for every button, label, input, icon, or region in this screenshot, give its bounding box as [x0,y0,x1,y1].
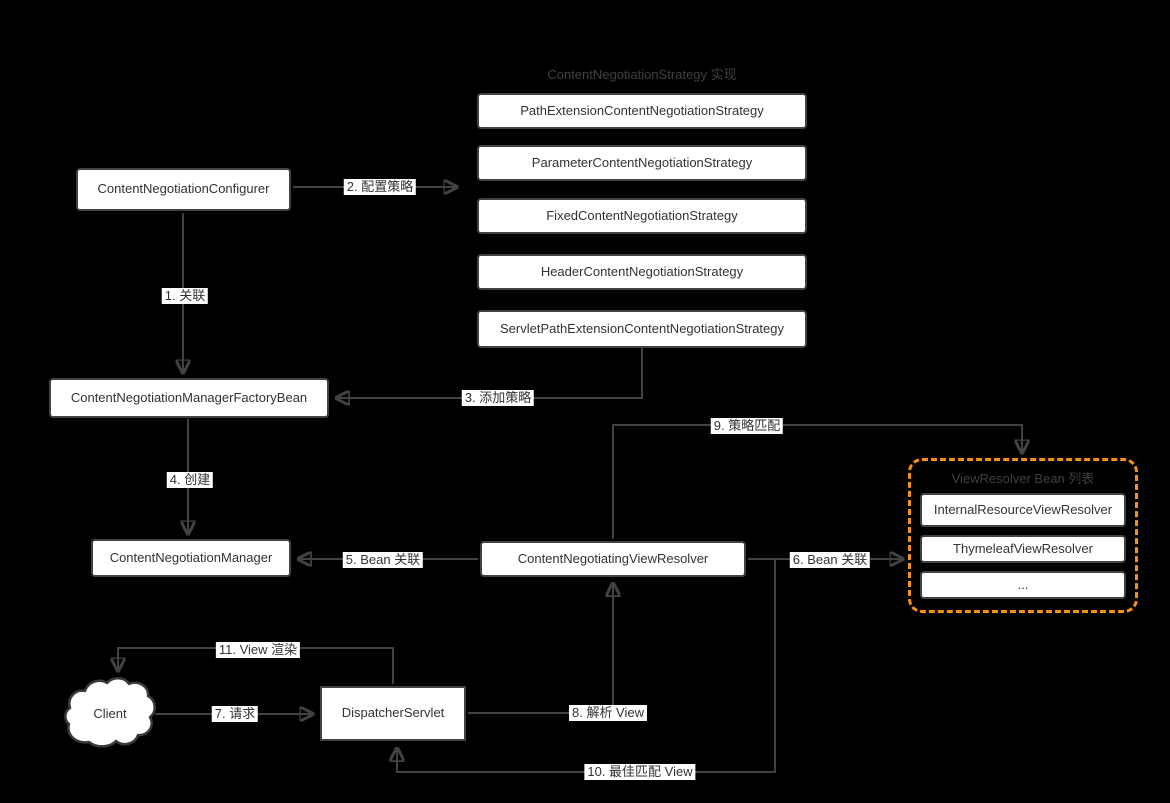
edge-label-6: 6. Bean 关联 [789,552,871,568]
edge-label-2: 2. 配置策略 [343,179,417,195]
client-label: Client [93,705,127,721]
edge-label-3: 3. 添加策略 [461,390,535,406]
node-content-negotiation-configurer: ContentNegotiationConfigurer [76,168,291,211]
edge-label-7: 7. 请求 [211,706,259,722]
node-parameter-strategy: ParameterContentNegotiationStrategy [477,145,807,181]
edge-label-10: 10. 最佳匹配 View [584,764,696,780]
node-internal-resource-view-resolver: InternalResourceViewResolver [920,493,1126,527]
node-client-cloud: Client [62,674,158,752]
node-content-negotiation-manager: ContentNegotiationManager [91,539,291,577]
edge-label-1: 1. 关联 [161,288,209,304]
strategy-group-title: ContentNegotiationStrategy 实现 [547,67,737,82]
edge-label-11: 11. View 渲染 [215,642,301,658]
edge-label-4: 4. 创建 [166,472,214,488]
view-resolver-bean-list-panel: ViewResolver Bean 列表 InternalResourceVie… [908,458,1138,613]
edge-label-9: 9. 策略匹配 [710,418,784,434]
edge-3-add-strategy [337,348,643,398]
edge-8-resolve-view [468,584,613,714]
edge-label-5: 5. Bean 关联 [342,552,424,568]
edge-9-strategy-match [612,424,1022,539]
cloud-shape-icon [64,677,156,748]
node-ellipsis-resolver: ... [920,571,1126,599]
edge-label-8: 8. 解析 View [568,705,648,721]
node-content-negotiating-view-resolver: ContentNegotiatingViewResolver [480,541,746,577]
node-header-strategy: HeaderContentNegotiationStrategy [477,254,807,290]
node-content-negotiation-manager-factory-bean: ContentNegotiationManagerFactoryBean [49,378,329,418]
node-thymeleaf-view-resolver: ThymeleafViewResolver [920,535,1126,563]
node-dispatcher-servlet: DispatcherServlet [320,686,466,741]
node-servlet-path-extension-strategy: ServletPathExtensionContentNegotiationSt… [477,310,807,348]
resolver-panel-title: ViewResolver Bean 列表 [951,471,1095,486]
node-fixed-strategy: FixedContentNegotiationStrategy [477,198,807,234]
node-path-extension-strategy: PathExtensionContentNegotiationStrategy [477,93,807,129]
